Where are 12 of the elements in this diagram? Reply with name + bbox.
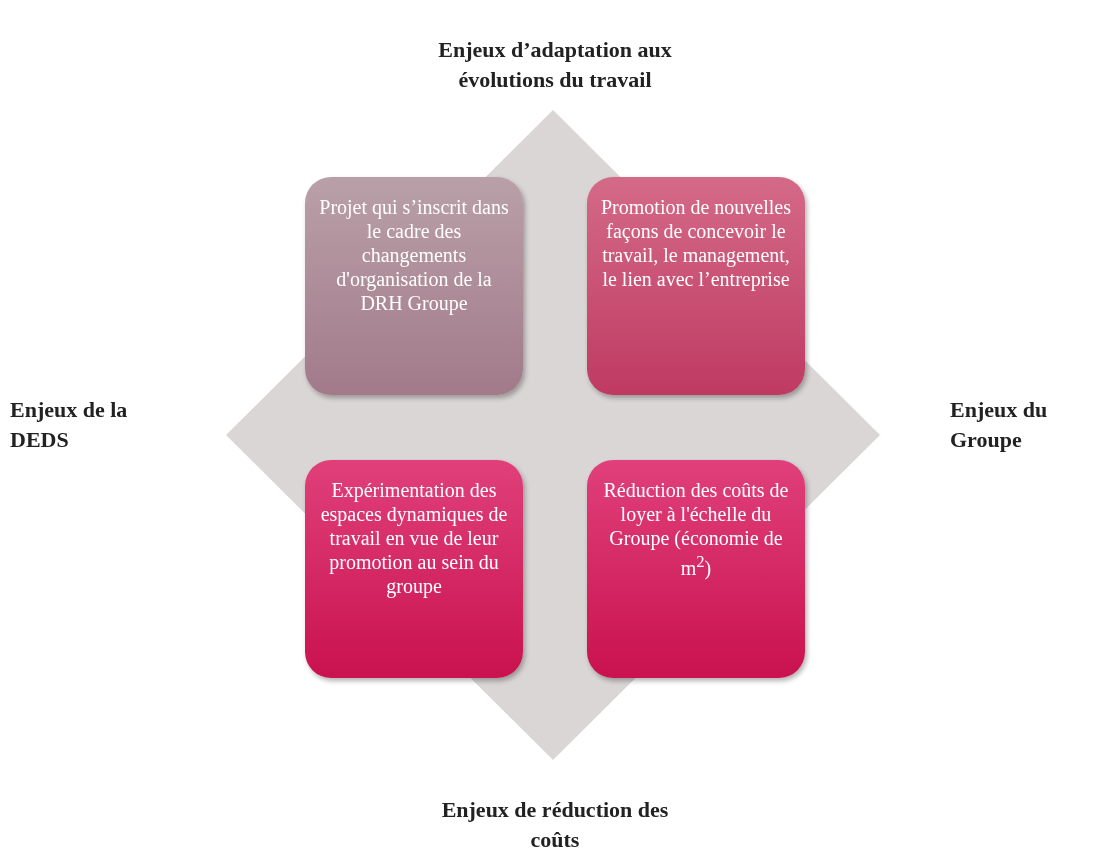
axis-heading: Enjeux du Groupe (950, 396, 1049, 454)
rounded-box (587, 177, 805, 395)
axis-heading: Enjeux d’adaptation aux évolutions du travail (437, 36, 673, 94)
box-text: Projet qui s’inscrit dans le cadre des changements d'organisation de la DRH Groupe (319, 195, 509, 315)
rounded-box (587, 460, 805, 678)
box-text: Réduction des coûts de loyer à l'échelle du Groupe (économie de m$^{2}$) (602, 478, 790, 580)
box-text: Expérimentation des espaces dynamiques de travail en vue de leur promotion au sein du groupe (319, 478, 509, 598)
axis-heading: Enjeux de réduction des coûts (440, 796, 670, 854)
axis-heading: Enjeux de la DEDS (10, 396, 129, 454)
rounded-box (305, 177, 523, 395)
box-text: Promotion de nouvelles façons de concevoir le travail, le management, le lien avec l’entreprise (601, 195, 791, 291)
rounded-box (305, 460, 523, 678)
